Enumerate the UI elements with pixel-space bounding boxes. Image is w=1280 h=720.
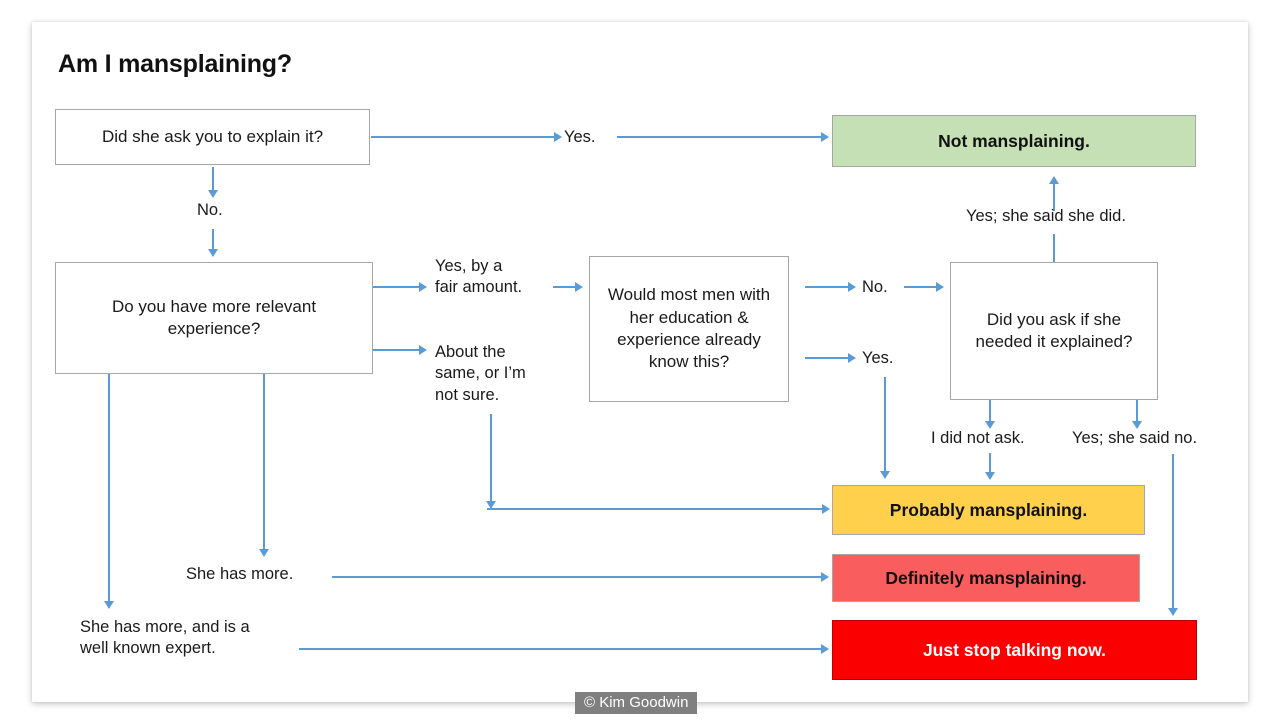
arrowhead-yellow-from-i-did-not-ask <box>985 472 995 480</box>
arrowhead-pink-box <box>821 572 829 582</box>
copyright-badge: © Kim Goodwin <box>575 692 698 714</box>
label-yes-she-said-no: Yes; she said no. <box>1072 429 1198 447</box>
connector-q2-to-she-has-more <box>263 374 265 552</box>
arrowhead-red-box <box>821 644 829 654</box>
label-no-mid: No. <box>862 278 888 296</box>
arrowhead-q2-box <box>208 249 218 257</box>
arrowhead-about-same <box>419 345 427 355</box>
arrowhead-q1-yes <box>554 132 562 142</box>
arrowhead-no-mid <box>848 282 856 292</box>
slide-canvas: Am I mansplaining? Did she ask you to ex… <box>32 22 1248 702</box>
question-box-most-men-know[interactable]: Would most men with her education & expe… <box>589 256 789 402</box>
connector-about-same-down <box>490 414 492 506</box>
connector-about-same-to-yellow <box>487 508 824 510</box>
outcome-not-mansplaining[interactable]: Not mansplaining. <box>832 115 1196 167</box>
question-box-more-experience[interactable]: Do you have more relevant experience? <box>55 262 373 374</box>
arrowhead-fair-amount <box>419 282 427 292</box>
label-about-the-same: About the same, or I’m not sure. <box>435 343 526 404</box>
connector-she-has-more-to-pink <box>332 576 823 578</box>
connector-yes-mid-down <box>884 377 886 473</box>
connector-label-up-to-green <box>1053 183 1055 211</box>
arrowhead-yes-mid <box>848 353 856 363</box>
connector-q2-to-fair-amount <box>373 286 421 288</box>
connector-q2-to-about-same <box>373 349 421 351</box>
label-no-down: No. <box>197 201 223 219</box>
arrowhead-no-label <box>208 190 218 198</box>
arrowhead-yes-she-said-no <box>1132 421 1142 429</box>
connector-no-to-q4 <box>904 286 938 288</box>
arrowhead-green-box <box>821 132 829 142</box>
outcome-probably-mansplaining[interactable]: Probably mansplaining. <box>832 485 1145 535</box>
arrowhead-green-from-q4 <box>1049 176 1059 184</box>
arrowhead-she-has-more <box>259 549 269 557</box>
connector-q4-to-yes-she-said-no <box>1136 400 1138 424</box>
connector-no-to-q2 <box>212 229 214 251</box>
label-yes-fair-amount: Yes, by a fair amount. <box>435 257 523 297</box>
connector-q3-to-yes-mid <box>805 357 850 359</box>
question-box-did-she-ask[interactable]: Did she ask you to explain it? <box>55 109 370 165</box>
outcome-definitely-mansplaining[interactable]: Definitely mansplaining. <box>832 554 1140 602</box>
arrowhead-yellow-from-yes-mid <box>880 471 890 479</box>
connector-q1-to-yes <box>371 136 556 138</box>
connector-q1-to-no <box>212 167 214 192</box>
connector-fair-amount-to-q3 <box>553 286 577 288</box>
label-i-did-not-ask: I did not ask. <box>931 429 1025 447</box>
connector-q4-to-i-did-not-ask <box>989 400 991 424</box>
connector-i-did-not-ask-down <box>989 453 991 475</box>
connector-yes-she-said-no-down <box>1172 454 1174 610</box>
connector-expert-to-red <box>299 648 823 650</box>
label-she-has-more-expert: She has more, and is a well known expert… <box>80 618 250 658</box>
connector-q2-to-expert <box>108 374 110 604</box>
outcome-just-stop-talking[interactable]: Just stop talking now. <box>832 620 1197 680</box>
arrowhead-yellow-from-about-same <box>822 504 830 514</box>
arrowhead-expert <box>104 601 114 609</box>
arrowhead-red-from-yes-she-said-no <box>1168 608 1178 616</box>
label-she-has-more: She has more. <box>186 565 294 583</box>
question-box-did-you-ask[interactable]: Did you ask if she needed it explained? <box>950 262 1158 400</box>
arrowhead-i-did-not-ask <box>985 421 995 429</box>
connector-q4-up-to-label <box>1053 234 1055 262</box>
label-yes-top: Yes. <box>564 128 596 146</box>
arrowhead-q4-box <box>936 282 944 292</box>
arrowhead-about-same-corner <box>486 501 496 509</box>
label-yes-mid: Yes. <box>862 349 894 367</box>
label-yes-she-said-she-did: Yes; she said she did. <box>966 207 1126 225</box>
connector-yes-to-green <box>617 136 823 138</box>
connector-q3-to-no <box>805 286 850 288</box>
arrowhead-q3-box <box>575 282 583 292</box>
page-title: Am I mansplaining? <box>58 50 292 78</box>
